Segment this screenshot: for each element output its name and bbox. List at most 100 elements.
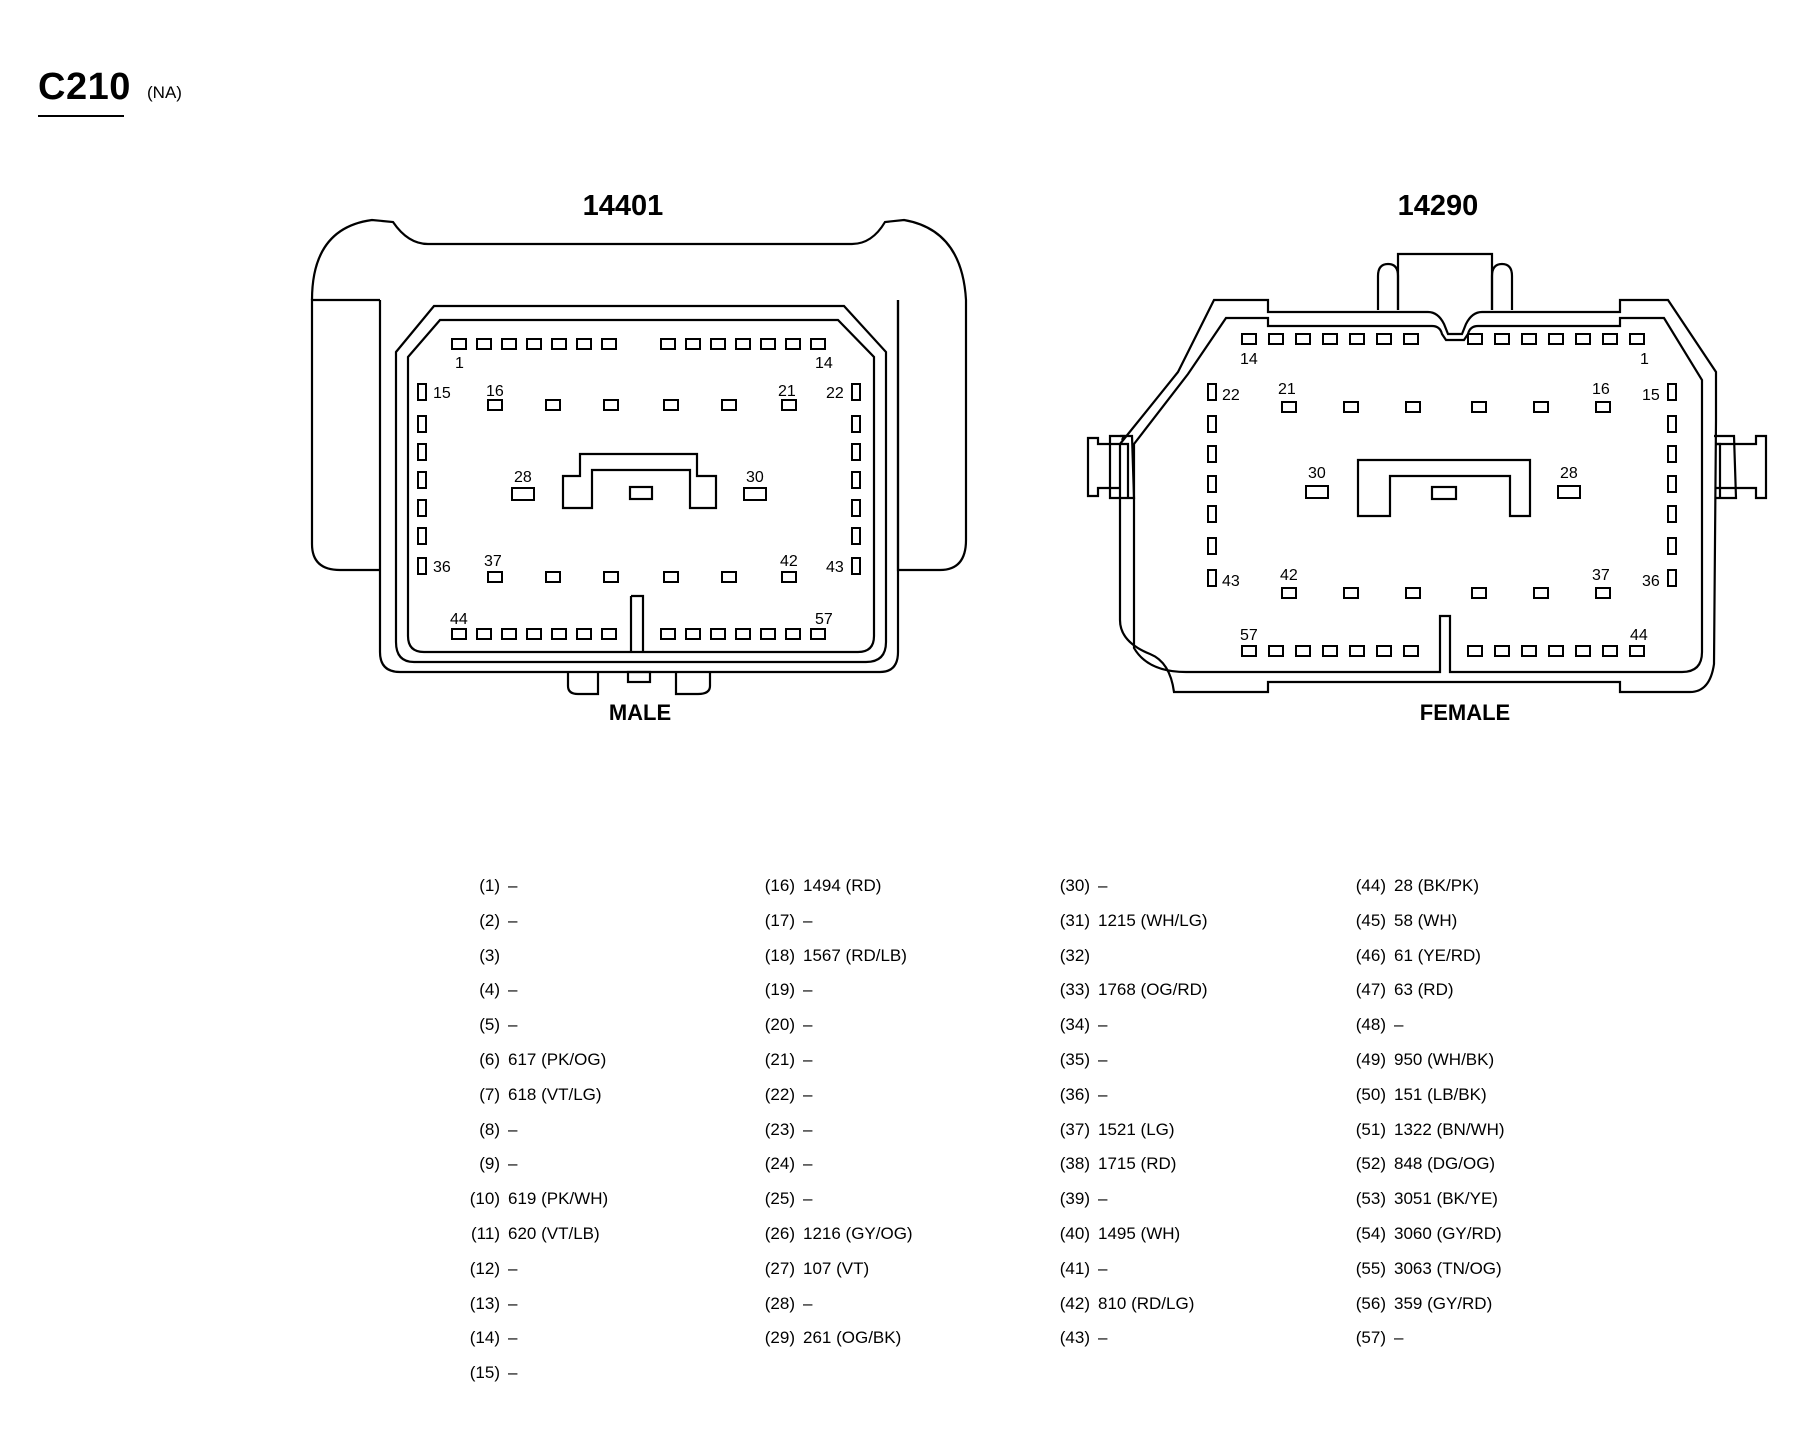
pin-circuit: – <box>1098 1085 1108 1104</box>
pin-number: (35) <box>1059 1050 1090 1069</box>
female-pin-label-30: 30 <box>1308 465 1326 482</box>
connector-diagram: 1 14 15 16 21 22 28 30 36 37 42 43 44 57… <box>310 218 1768 696</box>
pin-number: (32) <box>1059 946 1090 965</box>
title-underline <box>38 115 124 117</box>
pin-circuit: 3051 (BK/YE) <box>1394 1189 1498 1208</box>
pin-number: (56) <box>1355 1294 1386 1313</box>
pin-number: (18) <box>764 946 795 965</box>
pin-circuit: – <box>1394 1015 1404 1034</box>
pin-number: (7) <box>479 1085 500 1104</box>
pin-number: (26) <box>764 1224 795 1243</box>
pin-number: (19) <box>764 980 795 999</box>
female-pin-label-21: 21 <box>1278 381 1296 398</box>
pin-number: (17) <box>764 911 795 930</box>
pin-circuit: – <box>1098 1328 1108 1347</box>
female-pin-label-15: 15 <box>1642 387 1660 404</box>
female-pin-label-1: 1 <box>1640 351 1649 368</box>
pin-number: (50) <box>1355 1085 1386 1104</box>
female-pin-label-57: 57 <box>1240 627 1258 644</box>
pin-circuit: 58 (WH) <box>1394 911 1458 930</box>
pin-circuit: – <box>508 1328 518 1347</box>
pin-number: (1) <box>479 876 500 895</box>
male-gender-label: MALE <box>608 700 672 725</box>
pin-circuit: 619 (PK/WH) <box>508 1189 609 1208</box>
male-pin-label-43: 43 <box>826 559 844 576</box>
pin-number: (40) <box>1059 1224 1090 1243</box>
male-pin-label-16: 16 <box>486 383 504 400</box>
pin-circuit: 1768 (OG/RD) <box>1098 980 1208 999</box>
pin-number: (24) <box>764 1154 795 1173</box>
pin-number: (6) <box>479 1050 500 1069</box>
pin-number: (39) <box>1059 1189 1090 1208</box>
pin-circuit: – <box>803 1120 813 1139</box>
pin-circuit: 848 (DG/OG) <box>1394 1154 1496 1173</box>
pin-circuit: 1216 (GY/OG) <box>803 1224 913 1243</box>
pin-circuit: – <box>508 980 518 999</box>
pin-circuit: 1215 (WH/LG) <box>1098 911 1208 930</box>
pin-number: (29) <box>764 1328 795 1347</box>
pin-number: (36) <box>1059 1085 1090 1104</box>
pin-circuit: – <box>803 980 813 999</box>
male-pin-label-36: 36 <box>433 559 451 576</box>
pin-circuit: 3063 (TN/OG) <box>1394 1259 1502 1278</box>
male-pin-label-15: 15 <box>433 385 451 402</box>
pin-number: (37) <box>1059 1120 1090 1139</box>
female-gender-label: FEMALE <box>1419 700 1511 725</box>
pin-circuit: – <box>1098 1050 1108 1069</box>
pin-circuit: – <box>803 911 813 930</box>
pin-number: (55) <box>1355 1259 1386 1278</box>
pin-number: (4) <box>479 980 500 999</box>
pin-circuit: – <box>508 1363 518 1382</box>
pin-number: (20) <box>764 1015 795 1034</box>
female-connector-outline <box>1086 252 1768 694</box>
pin-number: (44) <box>1355 876 1386 895</box>
pin-circuit: 950 (WH/BK) <box>1394 1050 1495 1069</box>
male-pin-label-14: 14 <box>815 355 833 372</box>
pin-circuit: 1495 (WH) <box>1098 1224 1181 1243</box>
male-pin-label-1: 1 <box>455 355 464 372</box>
connector-id: C210 <box>38 66 131 108</box>
pin-circuit: – <box>508 876 518 895</box>
pin-number: (54) <box>1355 1224 1386 1243</box>
pin-circuit: – <box>508 911 518 930</box>
pin-number: (41) <box>1059 1259 1090 1278</box>
pin-circuit: 107 (VT) <box>803 1259 870 1278</box>
male-pin-cavities <box>417 338 861 640</box>
male-pin-label-37: 37 <box>484 553 502 570</box>
male-pin-label-21: 21 <box>778 383 796 400</box>
pin-circuit: 1567 (RD/LB) <box>803 946 907 965</box>
pin-circuit: – <box>508 1015 518 1034</box>
pin-number: (47) <box>1355 980 1386 999</box>
pin-circuit: 1322 (BN/WH) <box>1394 1120 1505 1139</box>
pin-circuit: 261 (OG/BK) <box>803 1328 902 1347</box>
female-pin-cavities <box>1207 333 1677 657</box>
pin-number: (10) <box>469 1189 500 1208</box>
pin-circuit: – <box>1098 1189 1108 1208</box>
pin-circuit: – <box>508 1259 518 1278</box>
female-pin-label-37: 37 <box>1592 567 1610 584</box>
male-pin-label-28: 28 <box>514 469 532 486</box>
pin-number: (25) <box>764 1189 795 1208</box>
pin-circuit: 151 (LB/BK) <box>1394 1085 1487 1104</box>
pin-number: (33) <box>1059 980 1090 999</box>
male-connector-outline <box>310 218 968 696</box>
male-part-number: 14401 <box>582 190 664 222</box>
male-pin-label-22: 22 <box>826 385 844 402</box>
pin-number: (30) <box>1059 876 1090 895</box>
pin-number: (49) <box>1355 1050 1386 1069</box>
pin-circuit: – <box>1098 1015 1108 1034</box>
female-pin-label-44: 44 <box>1630 627 1648 644</box>
pin-circuit: – <box>803 1189 813 1208</box>
pin-circuit: 61 (YE/RD) <box>1394 946 1481 965</box>
pin-number: (22) <box>764 1085 795 1104</box>
pin-number: (38) <box>1059 1154 1090 1173</box>
pin-circuit: 63 (RD) <box>1394 980 1454 999</box>
pin-number: (27) <box>764 1259 795 1278</box>
pin-number: (8) <box>479 1120 500 1139</box>
pin-circuit: – <box>1098 876 1108 895</box>
pin-number: (43) <box>1059 1328 1090 1347</box>
pin-circuit: – <box>508 1294 518 1313</box>
female-pin-label-28: 28 <box>1560 465 1578 482</box>
pin-circuit: – <box>803 1050 813 1069</box>
pin-number: (21) <box>764 1050 795 1069</box>
